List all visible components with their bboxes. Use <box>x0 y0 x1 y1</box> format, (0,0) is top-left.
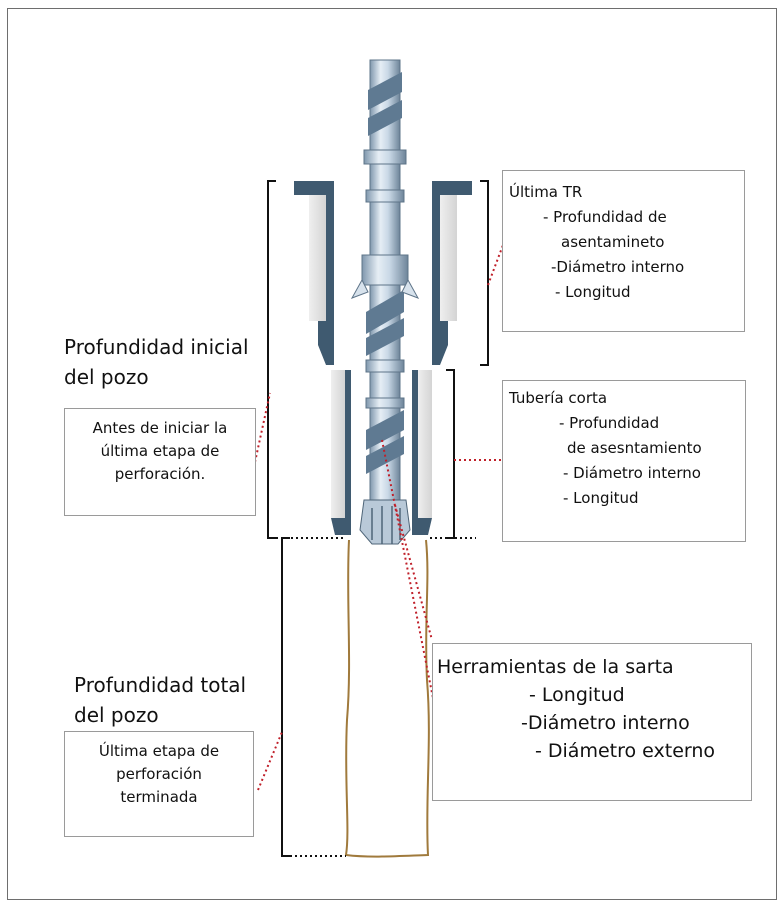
casing-wall-left <box>318 195 334 365</box>
last-casing-box: Última TR - Profundidad de asentamineto … <box>502 170 745 332</box>
drill-string-tools-box: Herramientas de la sarta - Longitud -Diá… <box>432 643 752 801</box>
cement-left <box>309 195 326 321</box>
total-depth-note-line: terminada <box>120 788 198 806</box>
tools-item: - Diámetro externo <box>535 740 716 762</box>
initial-depth-heading-line2: del pozo <box>64 365 149 389</box>
liner-cement-left <box>331 370 345 518</box>
initial-depth-note-line: perforación. <box>114 465 206 483</box>
total-depth-note-line: Última etapa de <box>98 742 220 760</box>
tools-item: - Longitud <box>529 684 625 706</box>
last-casing <box>294 181 472 365</box>
last-casing-item: - Profundidad de <box>543 208 667 226</box>
total-depth-bracket <box>281 537 290 857</box>
depth-reference-lines <box>276 537 476 857</box>
tools-item: -Diámetro interno <box>521 712 690 734</box>
tools-title: Herramientas de la sarta <box>437 656 674 678</box>
liner-cement-right <box>418 370 432 518</box>
total-depth-note-line: perforación <box>116 765 202 783</box>
figure-frame <box>7 8 777 900</box>
liner <box>331 370 432 535</box>
cement-right <box>440 195 457 321</box>
initial-depth-note-line: Antes de iniciar la <box>92 419 228 437</box>
initial-depth-note-box: Antes de iniciar la última etapa de perf… <box>64 408 256 516</box>
initial-depth-bracket <box>267 180 276 539</box>
last-casing-item: - Longitud <box>555 283 631 301</box>
last-casing-item: -Diámetro interno <box>551 258 685 276</box>
initial-depth-heading-line1: Profundidad inicial <box>64 335 249 359</box>
drill-string <box>350 59 420 545</box>
casing-top-flange-right <box>432 181 472 195</box>
liner-item: - Diámetro interno <box>563 464 701 482</box>
liner-title: Tubería corta <box>509 389 608 407</box>
last-casing-bracket <box>480 180 489 366</box>
liner-item: de asesntamiento <box>567 439 702 457</box>
casing-wall-right <box>432 195 448 365</box>
total-depth-heading: Profundidad total del pozo <box>74 670 246 730</box>
liner-wall-left <box>331 370 351 535</box>
casing-top-flange-left <box>294 181 334 195</box>
last-casing-item: asentamineto <box>561 233 665 251</box>
liner-item: - Profundidad <box>559 414 660 432</box>
open-hole-wall <box>344 539 430 858</box>
liner-box: Tubería corta - Profundidad de asesntami… <box>502 380 746 542</box>
last-casing-title: Última TR <box>509 183 583 201</box>
total-depth-heading-line2: del pozo <box>74 703 159 727</box>
total-depth-heading-line1: Profundidad total <box>74 673 247 697</box>
liner-wall-right <box>412 370 432 535</box>
initial-depth-note-line: última etapa de <box>100 442 220 460</box>
total-depth-note-box: Última etapa de perforación terminada <box>64 731 254 837</box>
liner-item: - Longitud <box>563 489 639 507</box>
liner-bracket <box>446 369 455 539</box>
leader-lines <box>254 244 504 791</box>
initial-depth-heading: Profundidad inicial del pozo <box>64 332 249 392</box>
